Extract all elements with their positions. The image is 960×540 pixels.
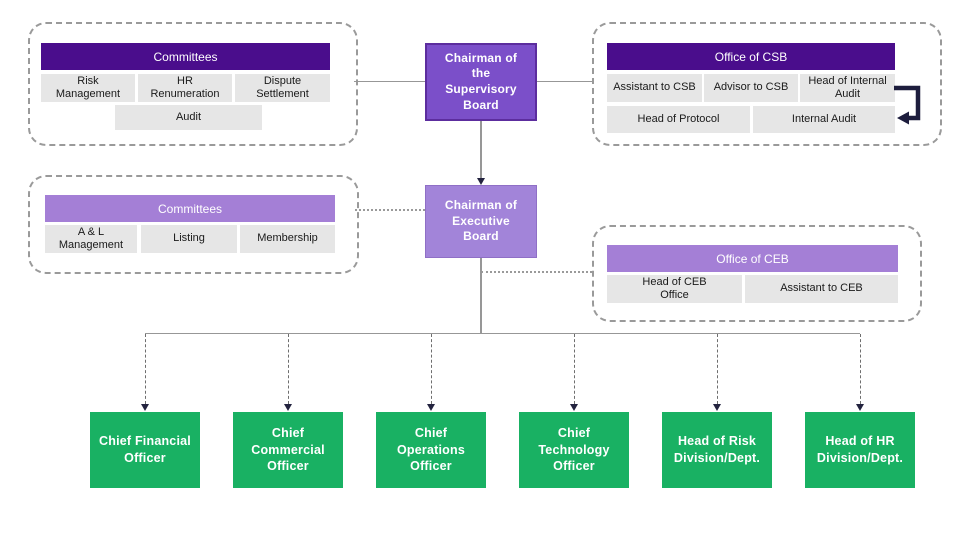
connector-supervisory-to-csb-office: [537, 81, 592, 82]
connector-drop-hr-head: [860, 334, 861, 404]
node-chief-technology-officer: Chief Technology Officer: [519, 412, 629, 488]
cell-head-of-ceb-office: Head of CEB Office: [607, 275, 742, 303]
group-office-ceb-header: Office of CEB: [607, 245, 898, 272]
node-chief-commercial-officer: Chief Commercial Officer: [233, 412, 343, 488]
node-chief-financial-officer: Chief Financial Officer: [90, 412, 200, 488]
connector-drop-coo: [431, 334, 432, 404]
arrowhead-cco-icon: [284, 404, 292, 411]
group-office-ceb: [592, 225, 922, 322]
group-supervisory-committees-header: Committees: [41, 43, 330, 70]
connector-drop-cfo: [145, 334, 146, 404]
cell-dispute-settlement: Dispute Settlement: [235, 74, 330, 102]
cell-head-of-protocol: Head of Protocol: [607, 106, 750, 133]
connector-drop-cto: [574, 334, 575, 404]
cell-head-of-internal-audit: Head of Internal Audit: [800, 74, 895, 102]
cell-risk-management: Risk Management: [41, 74, 135, 102]
arrowhead-cfo-icon: [141, 404, 149, 411]
cell-audit: Audit: [115, 105, 262, 130]
internal-audit-arrow-icon: [894, 85, 921, 125]
group-executive-committees: [28, 175, 359, 274]
node-chief-operations-officer: Chief Operations Officer: [376, 412, 486, 488]
cell-a-and-l-management: A & L Management: [45, 225, 137, 253]
arrowhead-executive-icon: [477, 178, 485, 185]
cell-internal-audit: Internal Audit: [753, 106, 895, 133]
connector-drop-cco: [288, 334, 289, 404]
connector-supervisory-to-committees: [354, 81, 425, 82]
arrowhead-coo-icon: [427, 404, 435, 411]
group-executive-committees-header: Committees: [45, 195, 335, 222]
connector-executive-to-ceb-office: [481, 271, 592, 273]
arrowhead-hr-head-icon: [856, 404, 864, 411]
connector-reports-rail: [145, 333, 860, 334]
connector-drop-risk-head: [717, 334, 718, 404]
cell-membership: Membership: [240, 225, 335, 253]
group-title: Office of CEB: [716, 251, 789, 266]
connector-executive-to-committees: [355, 209, 425, 211]
cell-advisor-to-csb: Advisor to CSB: [704, 74, 798, 102]
node-chairman-executive-board: Chairman of Executive Board: [425, 185, 537, 258]
node-head-of-hr-division: Head of HR Division/Dept.: [805, 412, 915, 488]
group-title: Office of CSB: [714, 49, 788, 64]
group-title: Committees: [157, 201, 222, 216]
node-head-of-risk-division: Head of Risk Division/Dept.: [662, 412, 772, 488]
arrowhead-cto-icon: [570, 404, 578, 411]
arrowhead-risk-head-icon: [713, 404, 721, 411]
connector-executive-down: [480, 258, 482, 333]
group-title: Committees: [153, 49, 218, 64]
connector-supervisory-to-executive: [480, 121, 482, 179]
group-supervisory-committees: [28, 22, 358, 146]
group-office-csb-header: Office of CSB: [607, 43, 895, 70]
group-office-csb: [592, 22, 942, 146]
node-chairman-supervisory-board: Chairman of the Supervisory Board: [425, 43, 537, 121]
cell-listing: Listing: [141, 225, 237, 253]
cell-assistant-to-ceb: Assistant to CEB: [745, 275, 898, 303]
cell-assistant-to-csb: Assistant to CSB: [607, 74, 702, 102]
cell-hr-renumeration: HR Renumeration: [138, 74, 232, 102]
